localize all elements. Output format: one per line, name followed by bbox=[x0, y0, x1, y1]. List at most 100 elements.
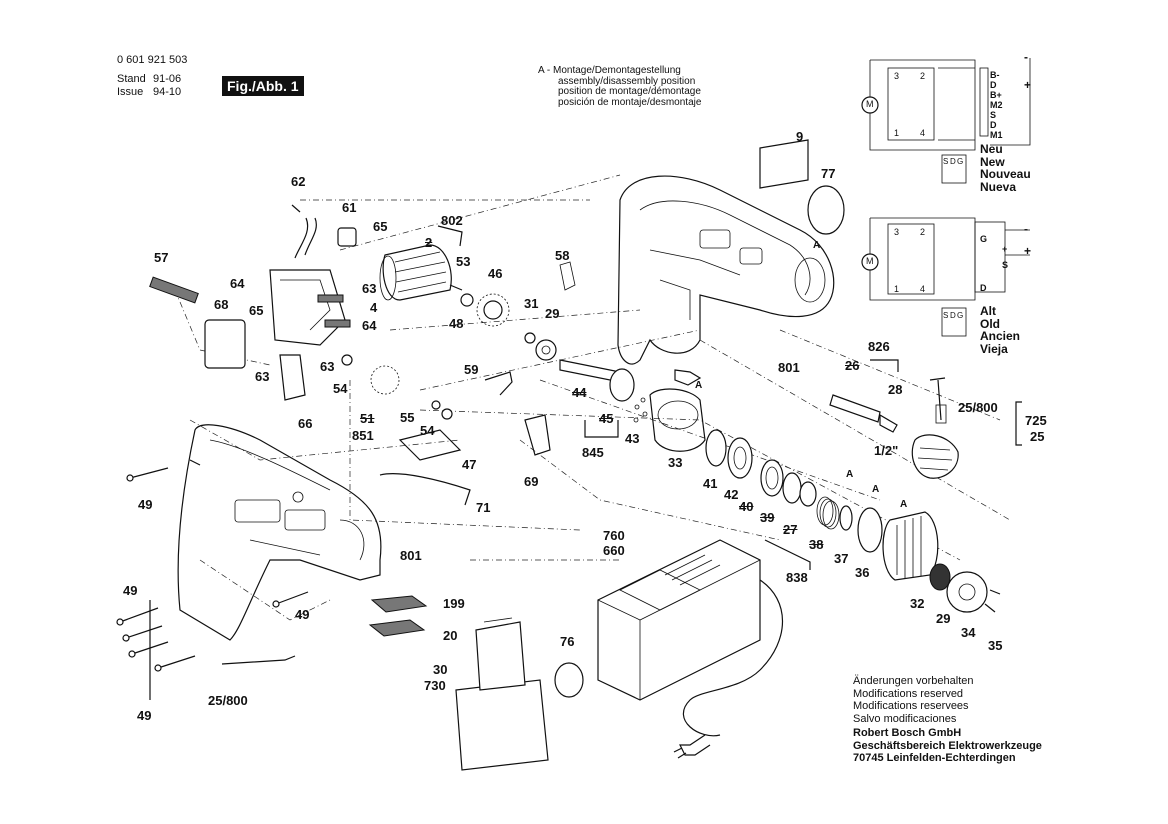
polarity-minus: - bbox=[1024, 222, 1028, 236]
polarity-plus: + bbox=[1024, 244, 1032, 258]
notice-line: Salvo modificaciones bbox=[853, 712, 957, 725]
part-label-69: 69 bbox=[524, 474, 539, 489]
part-label-760: 760 bbox=[603, 528, 625, 543]
terminal-label: M1 bbox=[990, 130, 1003, 140]
part-label-36: 36 bbox=[855, 565, 870, 580]
part-label-660: 660 bbox=[603, 543, 625, 558]
part-label-2: 2 bbox=[425, 235, 433, 250]
terminal-label: S bbox=[1002, 260, 1009, 270]
part-label-42: 42 bbox=[724, 487, 739, 502]
part-label-43: 43 bbox=[625, 431, 640, 446]
polarity-minus: - bbox=[1024, 50, 1028, 64]
part-label-40: 40 bbox=[739, 499, 754, 514]
motor-symbol: M bbox=[866, 256, 874, 266]
issue-label: Issue bbox=[117, 86, 144, 98]
wire-node: 2 bbox=[920, 71, 926, 81]
part-label-845: 845 bbox=[582, 445, 604, 460]
terminal-label: B- bbox=[990, 70, 1000, 80]
part-number: 0 601 921 503 bbox=[117, 54, 188, 66]
title-line: Old bbox=[980, 316, 1000, 331]
switch-pin: S bbox=[943, 311, 949, 320]
part-label-39: 39 bbox=[760, 510, 775, 525]
terminal-label: B+ bbox=[990, 90, 1002, 100]
part-label-63: 63 bbox=[320, 359, 335, 374]
part-label-64: 64 bbox=[230, 276, 245, 291]
company-line: Robert Bosch GmbH bbox=[853, 727, 962, 739]
figure-label: Fig./Abb. 1 bbox=[222, 76, 304, 96]
assembly-marker: A bbox=[813, 240, 821, 251]
title-line: Ancien bbox=[980, 329, 1021, 343]
assembly-marker: A bbox=[872, 484, 880, 495]
part-label-29: 29 bbox=[545, 306, 560, 321]
switch-pin: D bbox=[950, 157, 956, 166]
company-line: Geschäftsbereich Elektrowerkzeuge bbox=[853, 739, 1042, 752]
battery-pack bbox=[455, 617, 584, 771]
screws bbox=[116, 139, 1001, 672]
part-label-49: 49 bbox=[138, 497, 153, 512]
part-label-802: 802 bbox=[441, 213, 463, 228]
part-label-71: 71 bbox=[476, 500, 491, 515]
part-label-54: 54 bbox=[420, 423, 435, 438]
part-label-49: 49 bbox=[137, 708, 152, 723]
wire-node: 3 bbox=[894, 227, 900, 237]
small-parts bbox=[149, 204, 988, 613]
assembly-marker: A bbox=[695, 380, 703, 391]
part-label-46: 46 bbox=[488, 266, 503, 281]
part-label-44: 44 bbox=[572, 385, 587, 400]
part-label-63: 63 bbox=[255, 369, 270, 384]
part-label-37: 37 bbox=[834, 551, 849, 566]
part-label-9: 9 bbox=[796, 129, 804, 144]
part-label-4: 4 bbox=[370, 300, 378, 315]
part-label-199: 199 bbox=[443, 596, 465, 611]
part-label-62: 62 bbox=[291, 174, 306, 189]
assembly-note-line: position de montage/démontage bbox=[558, 86, 701, 97]
part-label-25-800: 25/800 bbox=[208, 693, 248, 708]
part-label-59: 59 bbox=[464, 362, 479, 377]
terminal-label: M2 bbox=[990, 100, 1003, 110]
part-label-65: 65 bbox=[249, 303, 264, 318]
part-label-20: 20 bbox=[443, 628, 458, 643]
terminal-label: + bbox=[1002, 244, 1008, 254]
part-label-55: 55 bbox=[400, 410, 415, 425]
wire-node: 4 bbox=[920, 128, 926, 138]
wire-node: 1 bbox=[894, 284, 900, 294]
part-label-28: 28 bbox=[888, 382, 903, 397]
lower-housing bbox=[177, 424, 382, 641]
notice-line: Modifications reservees bbox=[853, 700, 969, 712]
wire-node: 2 bbox=[920, 227, 926, 237]
part-label-51: 51 bbox=[360, 411, 375, 426]
title-line: Nouveau bbox=[980, 167, 1031, 181]
notice-line: Änderungen vorbehalten bbox=[853, 675, 974, 687]
assembly-note-line: assembly/disassembly position bbox=[558, 75, 696, 87]
part-label-41: 41 bbox=[703, 476, 718, 491]
part-label-64: 64 bbox=[362, 318, 377, 333]
part-label-half-inch: 1/2" bbox=[874, 443, 899, 458]
wire-node: 3 bbox=[894, 71, 900, 81]
part-label-45: 45 bbox=[599, 411, 614, 426]
part-label-47: 47 bbox=[462, 457, 477, 472]
part-label-54: 54 bbox=[333, 381, 348, 396]
polarity-plus: + bbox=[1024, 78, 1032, 92]
terminal-label: D bbox=[990, 80, 997, 90]
terminal-label: D bbox=[980, 283, 987, 293]
wire-node: 4 bbox=[920, 284, 926, 294]
part-label-826: 826 bbox=[868, 339, 890, 354]
terminal-label: G bbox=[980, 234, 988, 244]
assembly-marker: A bbox=[900, 499, 908, 510]
motor-symbol: M bbox=[866, 99, 874, 109]
charger bbox=[597, 539, 783, 759]
part-label-30: 30 bbox=[433, 662, 448, 677]
part-label-851: 851 bbox=[352, 428, 374, 443]
part-label-730: 730 bbox=[424, 678, 446, 693]
part-label-33: 33 bbox=[668, 455, 683, 470]
assembly-note-line: A - Montage/Demontagestellung bbox=[538, 65, 681, 76]
part-label-66: 66 bbox=[298, 416, 313, 431]
part-label-725: 725 bbox=[1025, 413, 1047, 428]
notice-line: Modifications reserved bbox=[853, 687, 964, 700]
part-label-61: 61 bbox=[342, 200, 357, 215]
part-label-35: 35 bbox=[988, 638, 1003, 653]
wiring-new-title: Neu New Nouveau Nueva bbox=[980, 143, 1031, 193]
wiring-diagram-old bbox=[861, 217, 1030, 337]
part-label-27: 27 bbox=[783, 522, 798, 537]
